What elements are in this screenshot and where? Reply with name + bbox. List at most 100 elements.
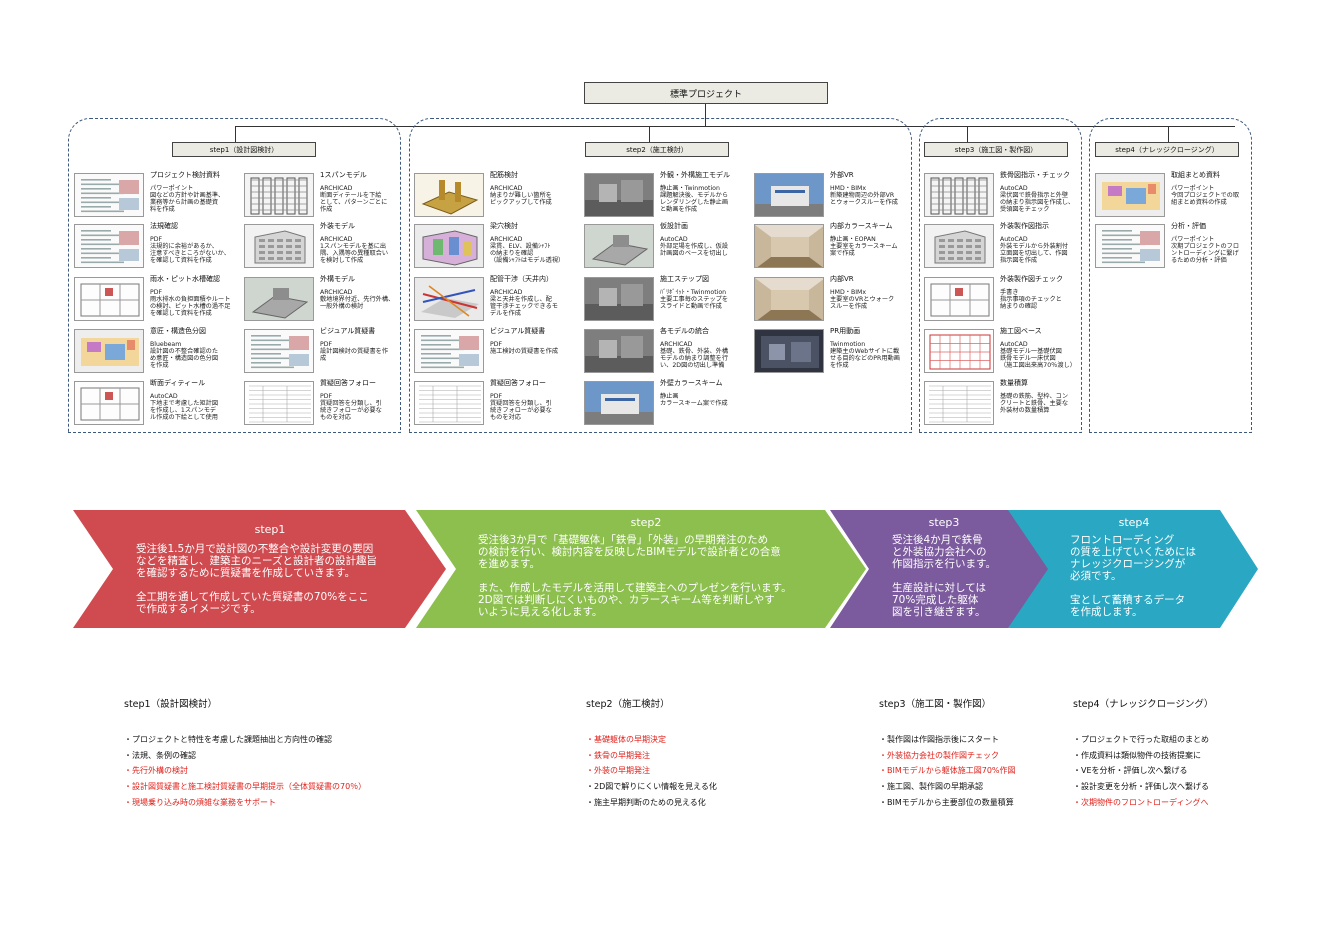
step4-arrow-text: フロントローディング の質を上げていくためには ナレッジクロージングが 必須です… bbox=[1070, 534, 1196, 618]
summary-item: ・鉄骨の早期発注 bbox=[586, 750, 650, 760]
step1-header: step1（設計図検討） bbox=[172, 142, 316, 157]
task-title: ビジュアル質疑書 bbox=[490, 327, 546, 335]
task-thumbnail bbox=[924, 224, 994, 268]
task-title: 仮設計画 bbox=[660, 222, 688, 230]
task-title: 外装製作図チェック bbox=[1000, 275, 1063, 283]
task-description: AutoCAD 下地まで考慮した矩計図 を作成し、1スパンモデ ル作成の下絵とし… bbox=[150, 393, 219, 421]
task-title: 断面ディティール bbox=[150, 379, 206, 387]
summary-step4: step4（ナレッジクロージング） ・プロジェクトで行った取組のまとめ・作成資料… bbox=[1073, 696, 1213, 811]
task-title: 配管干渉（天井内） bbox=[490, 275, 553, 283]
task-title: 分析・評価 bbox=[1171, 222, 1206, 230]
task-title: 1スパンモデル bbox=[320, 171, 367, 179]
task-description: PDF 質疑回答を分類し、引 続きフォローが必要な ものを対応 bbox=[320, 393, 382, 421]
summary-step3-heading: step3（施工図・製作図） bbox=[879, 699, 992, 710]
step4-header-label: step4（ナレッジクロージング） bbox=[1115, 145, 1219, 154]
task-description: パワーポイント 今回プロジェクトでの取 組まとめ資料の作成 bbox=[1171, 185, 1240, 206]
task-thumbnail bbox=[74, 381, 144, 425]
task-thumbnail bbox=[584, 277, 654, 321]
task-card: 施工ステップ図ﾊﾞﾘﾎﾞｲｯﾄ・Twinmotion 主要工事毎のステップを ス… bbox=[584, 275, 750, 324]
summary-item: ・設計図質疑書と施工検討質疑書の早期提示（全体質疑書の70％） bbox=[124, 782, 367, 792]
step3-group bbox=[919, 118, 1082, 433]
task-card: 外装製作図指示 AutoCAD 外装モデルから外装割付 立面図を切出して、作図 指… bbox=[924, 222, 1090, 271]
task-card: 外壁カラースキーム静止画 カラースキーム案で作成 bbox=[584, 379, 750, 428]
task-thumbnail bbox=[924, 173, 994, 217]
summary-step1-heading: step1（設計図検討） bbox=[124, 699, 218, 710]
task-description: ARCHICAD 基礎、鉄骨、外装、外構 モデルの納まり調整を行 い、2D図の切… bbox=[660, 341, 729, 369]
task-thumbnail bbox=[754, 329, 824, 373]
summary-step2: step2（施工検討） ・基礎躯体の早期決定・鉄骨の早期発注・外装の早期発注・2… bbox=[586, 696, 717, 811]
task-title: 取組まとめ資料 bbox=[1171, 171, 1220, 179]
task-thumbnail bbox=[74, 173, 144, 217]
task-title: 外観・外構施工モデル bbox=[660, 171, 730, 179]
task-thumbnail bbox=[754, 277, 824, 321]
summary-step2-heading: step2（施工検討） bbox=[586, 699, 670, 710]
task-title: ビジュアル質疑書 bbox=[320, 327, 376, 335]
task-title: 法規確認 bbox=[150, 222, 178, 230]
summary-item: ・BIMモデルから躯体施工図70%作図 bbox=[879, 766, 1016, 776]
step3-header: step3（施工図・製作図） bbox=[924, 142, 1068, 157]
task-description: 手書き 指示事項のチェックと 納まりの確認 bbox=[1000, 289, 1062, 310]
summary-step3: step3（施工図・製作図） ・製作図は作図指示後にスタート・外装協力会社の製作… bbox=[879, 696, 1016, 811]
task-thumbnail bbox=[584, 381, 654, 425]
task-description: PDF 施工検討の質疑書を作成 bbox=[490, 341, 559, 355]
task-card: 鉄骨図指示・チェック AutoCAD 梁伏図で鉄骨指示と外壁 の納まり指示図を作成… bbox=[924, 171, 1090, 220]
step2-header: step2（施工検討） bbox=[585, 142, 729, 157]
summary-step4-heading: step4（ナレッジクロージング） bbox=[1073, 699, 1214, 710]
task-title: 施工図ベース bbox=[1000, 327, 1042, 335]
task-description: PDF 設計図検討の質疑書を作 成 bbox=[320, 341, 389, 362]
task-title: 外装製作図指示 bbox=[1000, 222, 1049, 230]
task-description: パワーポイント 次期プロジェクトのフロ ントローディングに繋げ るための分析・評… bbox=[1171, 236, 1240, 264]
task-title: 意匠・構造色分図 bbox=[150, 327, 206, 335]
task-title: 質疑回答フォロー bbox=[320, 379, 376, 387]
task-description: ARCHICAD 断面ディテールを下絵 として、パターンごとに 作成 bbox=[320, 185, 388, 213]
task-title: プロジェクト検討資料 bbox=[150, 171, 220, 179]
summary-item: ・プロジェクトで行った取組のまとめ bbox=[1073, 735, 1209, 744]
task-description: 静止画・Twinmotion 課題解決後、モデルから レンダリングした静止画 と… bbox=[660, 185, 729, 213]
task-description: AutoCAD 基礎モデル一基礎伏図 鉄骨モデル一床伏図 （施工図出来高70％渡… bbox=[1000, 341, 1076, 369]
task-thumbnail bbox=[414, 173, 484, 217]
root-connector-vertical bbox=[705, 104, 706, 126]
summary-step1-list: ・プロジェクトと特性を考慮した課題抽出と方向性の確認・法規、条例の確認・先行外構… bbox=[124, 732, 366, 811]
task-title: 梁穴検討 bbox=[490, 222, 518, 230]
task-card: 施工図ベース AutoCAD 基礎モデル一基礎伏図 鉄骨モデル一床伏図 （施工図出… bbox=[924, 327, 1090, 376]
task-thumbnail bbox=[584, 329, 654, 373]
task-card: 数量積算基礎の鉄筋、型枠、コン クリートと鉄骨、主要な 外装材の数量積算 bbox=[924, 379, 1090, 428]
summary-item: ・先行外構の検討 bbox=[124, 766, 188, 776]
task-thumbnail bbox=[244, 329, 314, 373]
task-thumbnail bbox=[924, 381, 994, 425]
task-description: PDF 雨水排水の負担面積やルート の検討、ピット水槽の過不足 を確認して資料を… bbox=[150, 289, 231, 317]
task-card: 取組まとめ資料パワーポイント 今回プロジェクトでの取 組まとめ資料の作成 bbox=[1095, 171, 1261, 220]
task-title: 各モデルの統合 bbox=[660, 327, 709, 335]
task-card: 断面ディティール AutoCAD 下地まで考慮した矩計図 を作成し、1スパンモデ … bbox=[74, 379, 240, 428]
task-card: 分析・評価パワーポイント 次期プロジェクトのフロ ントローディングに繋げ るため… bbox=[1095, 222, 1261, 271]
task-thumbnail bbox=[584, 224, 654, 268]
summary-item: ・施工図、製作図の早期承認 bbox=[879, 782, 983, 792]
task-description: ARCHICAD 1スパンモデルを基に出 隅、入隅等の異種取合い を検討して作成 bbox=[320, 236, 389, 264]
task-card: 梁穴検討 ARCHICAD 梁貫、ELV、設備ｼｬﾌﾄ の納まりを確認 （設備ｼｬ… bbox=[414, 222, 580, 271]
summary-item: ・施主早期判断のための見える化 bbox=[586, 797, 706, 807]
task-title: 鉄骨図指示・チェック bbox=[1000, 171, 1070, 179]
task-title: 外構モデル bbox=[320, 275, 355, 283]
task-description: AutoCAD 梁伏図で鉄骨指示と外壁 の納まり指示図を作成し、 受領図をチェッ… bbox=[1000, 185, 1075, 213]
task-card: 各モデルの統合 ARCHICAD 基礎、鉄骨、外装、外構 モデルの納まり調整を行 … bbox=[584, 327, 750, 376]
task-description: ARCHICAD 梁貫、ELV、設備ｼｬﾌﾄ の納まりを確認 （設備ｼｬﾌﾄはモ… bbox=[490, 236, 565, 264]
task-description: HMD・BIMx 新築建物周辺の外部VR とウォークスルーを作成 bbox=[830, 185, 898, 206]
task-thumbnail bbox=[244, 277, 314, 321]
task-thumbnail bbox=[754, 173, 824, 217]
task-title: 内部カラースキーム bbox=[830, 222, 893, 230]
task-description: AutoCAD 外装モデルから外装割付 立面図を切出して、作図 指示図を作成 bbox=[1000, 236, 1069, 264]
task-title: 内部VR bbox=[830, 275, 854, 283]
step2-connector bbox=[649, 126, 650, 142]
summary-item: ・プロジェクトと特性を考慮した課題抽出と方向性の確認 bbox=[124, 735, 332, 744]
step3-arrow-text: 受注後4か月で鉄骨 と外装協力会社への 作図指示を行います。 生産設計に対しては… bbox=[892, 534, 996, 618]
step1-header-label: step1（設計図検討） bbox=[209, 145, 279, 154]
step2-header-label: step2（施工検討） bbox=[626, 145, 688, 154]
task-description: AutoCAD 外部足場を作成し、仮設 計画図のベースを切出し bbox=[660, 236, 729, 257]
root-connector-horizontal bbox=[235, 126, 1235, 127]
